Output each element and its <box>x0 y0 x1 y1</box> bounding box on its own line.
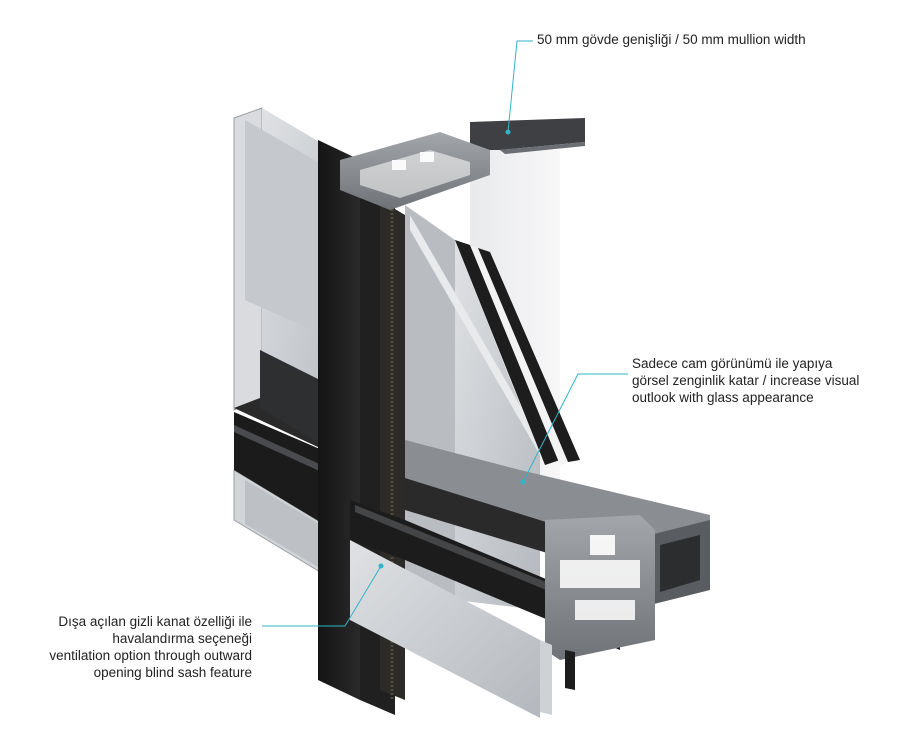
callout-blind-sash-line-3: ventilation option through outward <box>49 648 252 663</box>
callout-mullion-width-line: 50 mm gövde genişliği / 50 mm mullion wi… <box>537 32 806 47</box>
callout-glass-appearance-line-2: görsel zenginlik katar / increase visual <box>632 373 860 388</box>
callout-blind-sash: Dışa açılan gizli kanat özelliği ile hav… <box>49 613 252 681</box>
callout-glass-appearance-line-1: Sadece cam görünümü ile yapıya <box>632 356 833 371</box>
leader-dot-mullion-width <box>505 129 511 135</box>
lower-glass-panel <box>350 540 540 718</box>
callout-mullion-width: 50 mm gövde genişliği / 50 mm mullion wi… <box>537 31 806 48</box>
callout-glass-appearance-line-3: outlook with glass appearance <box>632 390 814 405</box>
callout-blind-sash-line-4: opening blind sash feature <box>93 665 252 680</box>
leader-lines <box>262 40 628 627</box>
mullion-profile-top <box>340 132 490 210</box>
leader-dot-glass-appearance <box>520 479 526 485</box>
sash-profile-bottom <box>540 515 655 715</box>
leader-line-glass-appearance <box>522 373 628 483</box>
callout-blind-sash-line-1: Dışa açılan gizli kanat özelliği ile <box>58 614 252 629</box>
leader-dot-blind-sash <box>378 563 384 569</box>
leader-dots <box>378 129 526 569</box>
leader-line-mullion-width <box>507 40 533 133</box>
leader-line-blind-sash <box>262 565 382 627</box>
mullion-top-bar <box>470 118 585 154</box>
callout-glass-appearance: Sadece cam görünümü ile yapıya görsel ze… <box>632 355 859 406</box>
callout-blind-sash-line-2: havalandırma seçeneği <box>112 631 252 646</box>
